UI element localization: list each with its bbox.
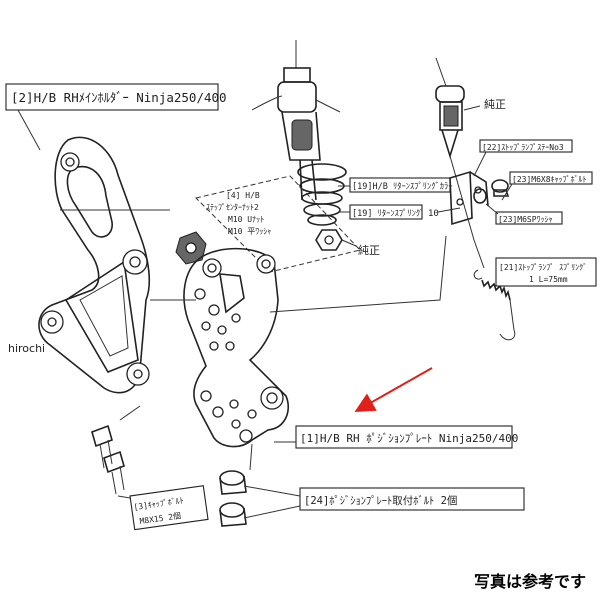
main-holder-part (38, 136, 151, 394)
m8-cap-bolts-part (91, 405, 141, 495)
return-spring-part (297, 163, 352, 226)
plate-bolt-label: [24]ﾎﾟｼﾞｼｮﾝﾌﾟﾚｰﾄ取付ﾎﾞﾙﾄ 2個 (304, 494, 457, 507)
step-center-label-3: M10 Uﾅｯﾄ (228, 215, 264, 224)
stop-lamp-spring-part: [21]ｽﾄｯﾌﾟﾗﾝﾌﾟ ｽﾌﾟﾘﾝｸﾞ 1 L=75mm (473, 257, 597, 341)
stop-spring-label-2: 1 L=75mm (529, 275, 568, 284)
main-holder-label: [2]H/B RHﾒｲﾝﾎﾙﾀﾞｰ Ninja250/400 (11, 90, 227, 105)
watermark-text: hirochi (8, 342, 46, 355)
return-spring-callouts: [19]H/B ﾘﾀｰﾝｽﾌﾟﾘﾝｸﾞｶﾗｰ [19] ﾘﾀｰﾝｽﾌﾟﾘﾝｸﾞ … (349, 177, 461, 220)
leader-lines (60, 209, 447, 443)
return-spring-qty: 10 (428, 209, 439, 219)
stop-lamp-stay-label: [22]ｽﾄｯﾌﾟﾗﾝﾌﾟｽﾃｰNo3 (482, 143, 564, 152)
oem-nut-part: 純正 (315, 229, 380, 257)
position-plate-label: [1]H/B RH ﾎﾟｼﾞｼｮﾝﾌﾟﾚｰﾄ Ninja250/400 (300, 432, 518, 445)
step-center-label-2: ｽﾃｯﾌﾟｾﾝﾀｰﾅｯﾄ2 (206, 203, 259, 212)
position-plate-callout: [1]H/B RH ﾎﾟｼﾞｼｮﾝﾌﾟﾚｰﾄ Ninja250/400 (295, 425, 518, 449)
reference-caption: 写真は参考です (473, 572, 586, 591)
step-center-dash-box (195, 175, 361, 273)
m6-bolt-part: [23]M6X8ｷｬｯﾌﾟﾎﾞﾙﾄ [23]M6SPﾜｯｼｬ (473, 171, 593, 225)
step-center-label-1: [4] H/B (226, 191, 260, 200)
m8-cap-bolt-callout: [3]ｷｬｯﾌﾟﾎﾞﾙﾄ M8X15 2個 (117, 485, 209, 531)
washer-m6-label: [23]M6SPﾜｯｼｬ (498, 215, 553, 224)
cap-bolt-m6-label: [23]M6X8ｷｬｯﾌﾟﾎﾞﾙﾄ (512, 175, 587, 184)
stop-lamp-stay-part: [22]ｽﾄｯﾌﾟﾗﾝﾌﾟｽﾃｰNo3 (449, 139, 573, 226)
pivot-assembly (251, 40, 341, 201)
step-center-callout: [4] H/B ｽﾃｯﾌﾟｾﾝﾀｰﾅｯﾄ2 M10 Uﾅｯﾄ M10 平ﾜｯｼｬ (206, 191, 271, 236)
plate-bolt-callout: [24]ﾎﾟｼﾞｼｮﾝﾌﾟﾚｰﾄ取付ﾎﾞﾙﾄ 2個 (299, 487, 525, 511)
red-pointer-arrow (354, 367, 433, 412)
return-spring-label: [19] ﾘﾀｰﾝｽﾌﾟﾘﾝｸﾞ (352, 209, 424, 219)
stop-spring-label-1: [21]ｽﾄｯﾌﾟﾗﾝﾌﾟ ｽﾌﾟﾘﾝｸﾞ (499, 263, 587, 272)
step-center-label-4: M10 平ﾜｯｼｬ (228, 227, 271, 236)
main-holder-callout: [2]H/B RHﾒｲﾝﾎﾙﾀﾞｰ Ninja250/400 (5, 83, 227, 151)
step-center-nut-part (175, 231, 207, 265)
oem-nut-label: 純正 (358, 244, 380, 257)
position-plate-part (183, 247, 290, 448)
lamp-switch-part: 純正 (435, 57, 506, 269)
return-spring-collar-label: [19]H/B ﾘﾀｰﾝｽﾌﾟﾘﾝｸﾞｶﾗｰ (352, 182, 452, 192)
oem-top-label: 純正 (484, 98, 506, 111)
plate-bolts-part (219, 443, 301, 527)
